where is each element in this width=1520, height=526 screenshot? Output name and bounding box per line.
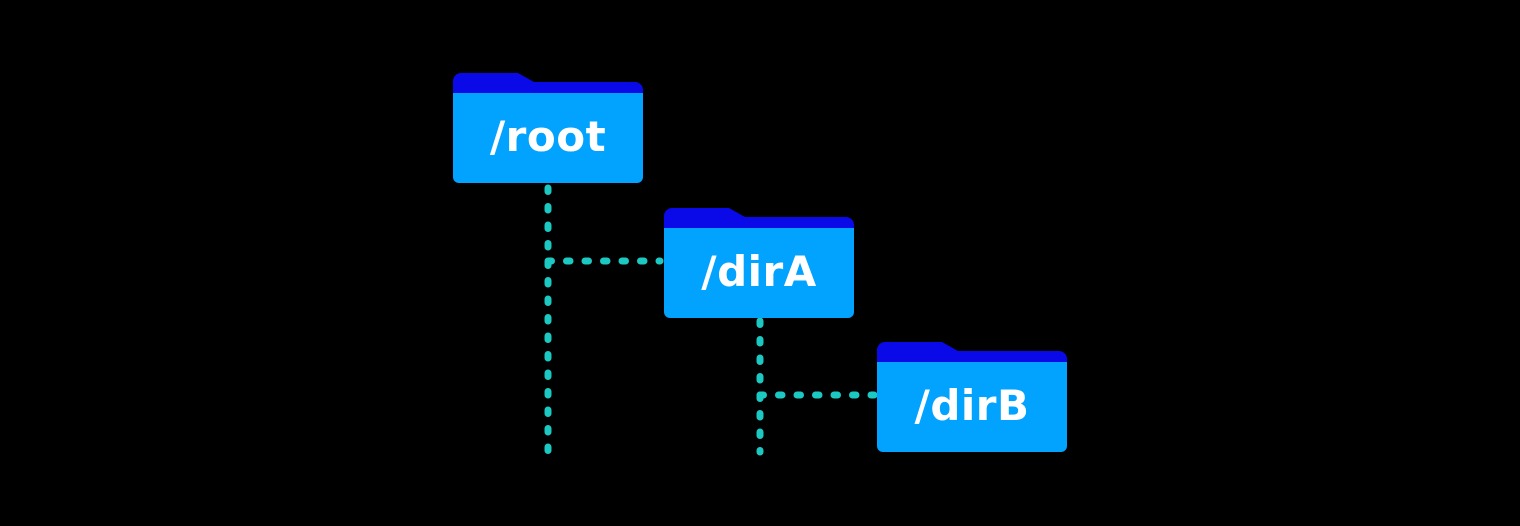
folder-root-label: /root (489, 112, 607, 161)
folder-dirb-tab-icon (877, 342, 958, 363)
folder-dirb[interactable]: /dirB (877, 342, 1067, 452)
folder-dirb-body: /dirB (877, 362, 1067, 452)
folder-dira-tab-icon (664, 208, 745, 229)
folder-root-tab-icon (453, 73, 534, 94)
folder-dirb-label: /dirB (914, 381, 1030, 430)
folder-dira[interactable]: /dirA (664, 208, 854, 318)
folder-root[interactable]: /root (453, 73, 643, 183)
folder-root-body: /root (453, 93, 643, 183)
folder-dira-label: /dirA (701, 247, 817, 296)
folder-dira-body: /dirA (664, 228, 854, 318)
